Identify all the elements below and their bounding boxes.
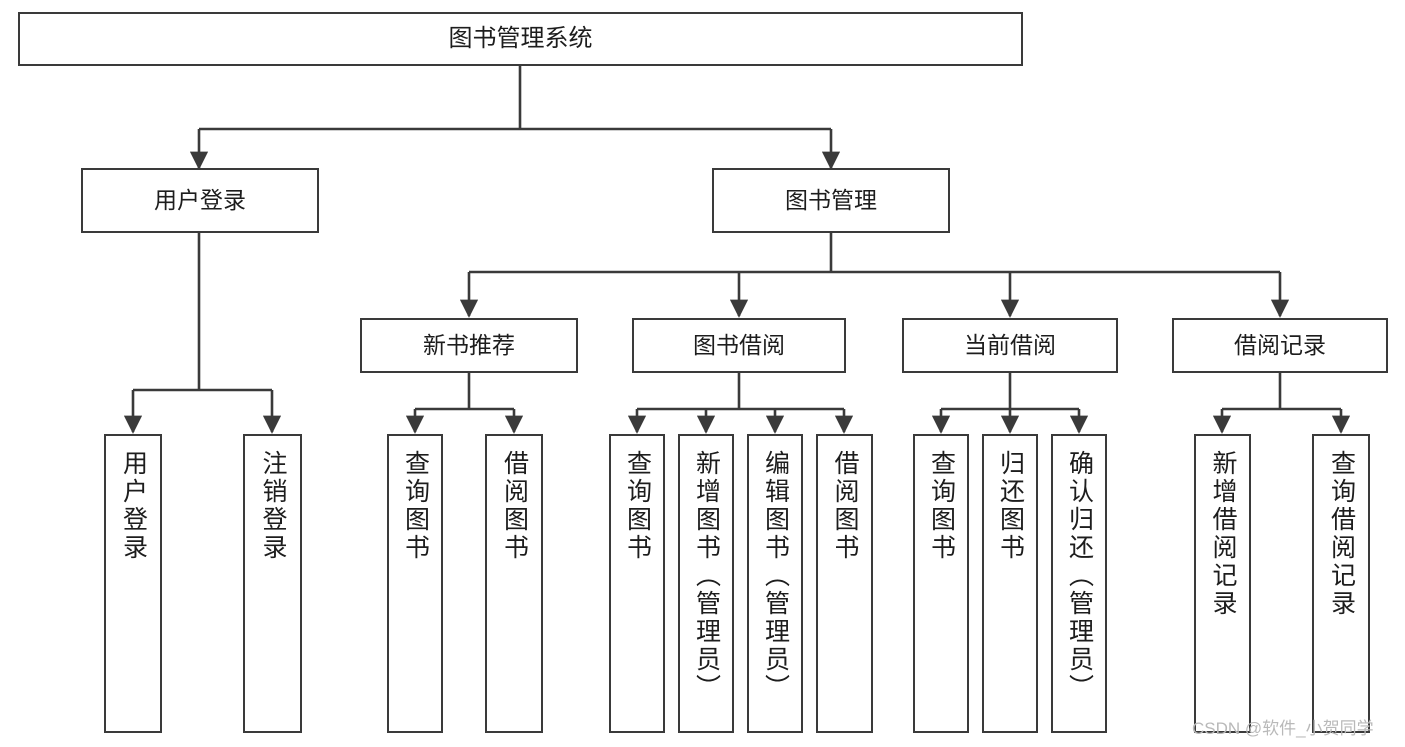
node-label: 新增借阅记录	[1209, 450, 1237, 618]
node-borrow-record[interactable]: 借阅记录	[1172, 318, 1388, 373]
leaf-current-borrow-confirm-return[interactable]: 确认归还（管理员）	[1051, 434, 1107, 733]
node-label: 归还图书	[996, 450, 1025, 562]
node-label: 借阅图书	[831, 450, 859, 562]
node-book-management[interactable]: 图书管理	[712, 168, 950, 233]
node-label: 当前借阅	[964, 331, 1056, 358]
node-label: 编辑图书（管理员）	[761, 450, 790, 702]
leaf-new-book-borrow[interactable]: 借阅图书	[485, 434, 543, 733]
node-book-borrow[interactable]: 图书借阅	[632, 318, 846, 373]
node-label: 用户登录	[154, 186, 246, 213]
node-label: 确认归还（管理员）	[1065, 450, 1094, 702]
leaf-book-borrow-edit[interactable]: 编辑图书（管理员）	[747, 434, 803, 733]
node-user-login[interactable]: 用户登录	[81, 168, 319, 233]
node-label: 图书管理系统	[448, 24, 593, 52]
node-label: 新书推荐	[423, 331, 515, 358]
node-label: 新增图书（管理员）	[692, 450, 721, 702]
leaf-user-login-signin[interactable]: 用户登录	[104, 434, 162, 733]
node-current-borrow[interactable]: 当前借阅	[902, 318, 1118, 373]
leaf-book-borrow-lend[interactable]: 借阅图书	[816, 434, 873, 733]
leaf-user-login-signout[interactable]: 注销登录	[243, 434, 302, 733]
node-label: 查询图书	[623, 450, 652, 562]
node-label: 借阅图书	[500, 450, 529, 562]
node-label: 查询图书	[401, 450, 430, 562]
node-label: 用户登录	[119, 450, 148, 562]
node-label: 查询借阅记录	[1327, 450, 1356, 618]
node-label: 查询图书	[927, 450, 956, 562]
leaf-borrow-record-query[interactable]: 查询借阅记录	[1312, 434, 1370, 733]
leaf-current-borrow-query[interactable]: 查询图书	[913, 434, 969, 733]
leaf-book-borrow-add[interactable]: 新增图书（管理员）	[678, 434, 734, 733]
node-label: 图书借阅	[693, 331, 785, 358]
watermark-text: CSDN @软件_小贺同学	[1192, 719, 1374, 738]
leaf-current-borrow-return[interactable]: 归还图书	[982, 434, 1038, 733]
node-root-book-management-system[interactable]: 图书管理系统	[18, 12, 1023, 66]
node-label: 借阅记录	[1234, 331, 1326, 358]
node-label: 注销登录	[259, 450, 287, 562]
node-label: 图书管理	[785, 186, 877, 213]
node-new-book-recommend[interactable]: 新书推荐	[360, 318, 578, 373]
leaf-new-book-query[interactable]: 查询图书	[387, 434, 443, 733]
leaf-book-borrow-query[interactable]: 查询图书	[609, 434, 665, 733]
leaf-borrow-record-add[interactable]: 新增借阅记录	[1194, 434, 1251, 733]
